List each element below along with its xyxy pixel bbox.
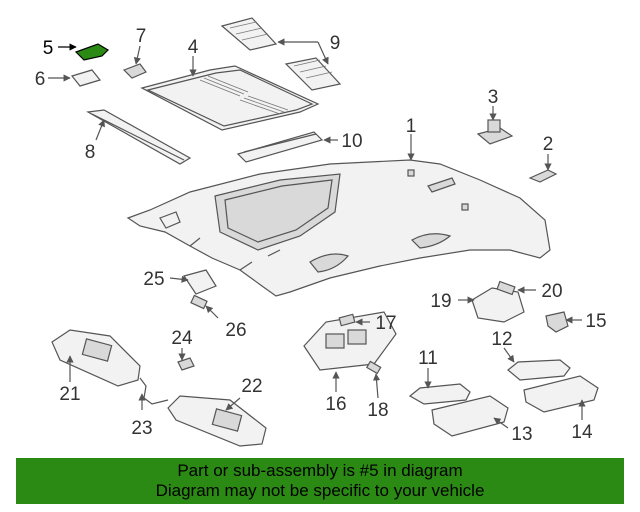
- fitment-notice-banner: Part or sub-assembly is #5 in diagram Di…: [16, 458, 624, 504]
- bulb-part-20: [496, 280, 516, 296]
- bracket-assembly-part-14: [523, 375, 599, 413]
- shade-parts: [220, 17, 342, 91]
- bulb-part-18: [365, 360, 382, 375]
- callout-5: 5: [43, 38, 54, 59]
- callout-26: 26: [225, 320, 246, 341]
- callout-16: 16: [325, 394, 346, 415]
- banner-line-2: Diagram may not be specific to your vehi…: [155, 481, 485, 500]
- callout-10: 10: [341, 131, 362, 152]
- callout-20: 20: [541, 281, 562, 302]
- callout-12: 12: [491, 329, 512, 350]
- callout-19: 19: [430, 291, 451, 312]
- callout-15: 15: [585, 311, 606, 332]
- grip-handle-part-12: [507, 359, 571, 381]
- callout-8: 8: [85, 142, 96, 163]
- trim-strip-part: [236, 131, 324, 163]
- callout-1: 1: [406, 116, 417, 137]
- clip-part-15: [545, 311, 569, 333]
- callout-22: 22: [241, 376, 262, 397]
- overhead-console-part: [303, 311, 397, 371]
- wire-harness-part: [139, 377, 169, 405]
- leader-lines: [48, 38, 586, 429]
- callout-2: 2: [543, 134, 554, 155]
- bulb-part: [338, 313, 356, 327]
- callout-23: 23: [131, 418, 152, 439]
- callout-18: 18: [367, 400, 388, 421]
- callout-11: 11: [418, 348, 438, 369]
- highlighted-part-5: [74, 43, 109, 61]
- callout-4: 4: [188, 37, 199, 58]
- headliner-part: [126, 159, 551, 297]
- grip-handle-part: [408, 383, 471, 405]
- lamp-part: [476, 119, 514, 145]
- callout-9: 9: [330, 33, 341, 54]
- sun-visor-part-22: [167, 395, 267, 447]
- bracket-part: [122, 63, 147, 79]
- lamp-part-19: [471, 287, 525, 323]
- callout-24: 24: [171, 328, 193, 349]
- callout-17: 17: [375, 313, 396, 334]
- parts-diagram: 1 2 3 4 5 6 7 8 9 10 11 12 13 14 15 16 1…: [35, 17, 607, 447]
- callout-14: 14: [571, 422, 593, 443]
- clip-part: [528, 169, 558, 183]
- callout-3: 3: [488, 87, 499, 108]
- callout-6: 6: [35, 69, 46, 90]
- pad-part: [70, 69, 102, 87]
- callout-13: 13: [511, 424, 532, 445]
- rail-part: [86, 109, 192, 165]
- sunshade-panel-part: [140, 65, 320, 131]
- clip-part-24: [177, 357, 195, 371]
- sun-visor-part: [51, 329, 141, 387]
- bracket-part-25: [183, 269, 217, 295]
- bracket-assembly-part: [431, 395, 509, 437]
- bulb-part-26: [190, 294, 208, 310]
- callout-25: 25: [143, 269, 164, 290]
- banner-line-1: Part or sub-assembly is #5 in diagram: [177, 461, 463, 480]
- callout-21: 21: [59, 384, 80, 405]
- callout-7: 7: [136, 26, 147, 47]
